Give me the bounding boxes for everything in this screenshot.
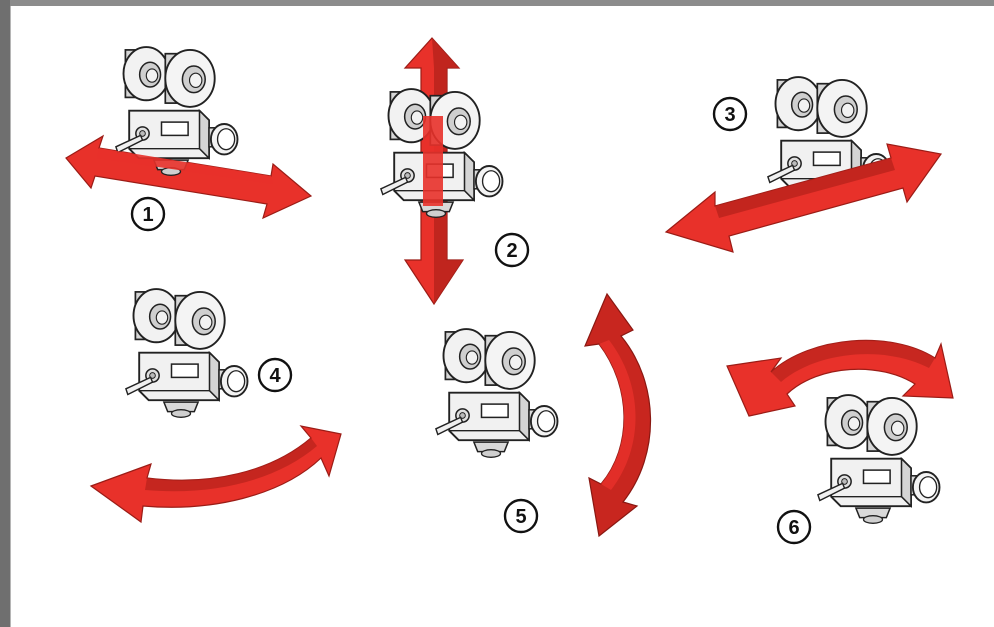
- diagram-canvas: 1 2 3 4: [10, 6, 994, 627]
- badge-3: 3: [712, 96, 748, 132]
- panel-4: 4: [89, 288, 342, 524]
- badge-5-label: 5: [515, 506, 526, 528]
- panel-5: 5: [434, 292, 652, 538]
- curved-vertical-arrow-icon: [584, 292, 652, 538]
- curved-horizontal-arrow-icon: [89, 425, 342, 524]
- badge-1: 1: [130, 196, 166, 232]
- badge-2-label: 2: [506, 240, 517, 262]
- badge-1-label: 1: [142, 204, 153, 226]
- camera-6-icon: [816, 394, 941, 525]
- badge-6: 6: [776, 509, 812, 545]
- badge-4-label: 4: [269, 365, 281, 387]
- badge-5: 5: [503, 498, 539, 534]
- badge-6-label: 6: [788, 517, 799, 539]
- panel-3: 3: [664, 76, 943, 253]
- window-frame-top: [0, 0, 994, 6]
- panel-6: 6: [726, 339, 954, 545]
- camera-4-icon: [124, 288, 249, 419]
- badge-3-label: 3: [724, 104, 735, 126]
- badge-2: 2: [494, 232, 530, 268]
- panel-2: 2: [379, 37, 530, 306]
- camera-5-icon: [434, 328, 559, 459]
- badge-4: 4: [257, 357, 293, 393]
- panel-1: 1: [65, 46, 313, 232]
- window-frame-left: [0, 0, 10, 627]
